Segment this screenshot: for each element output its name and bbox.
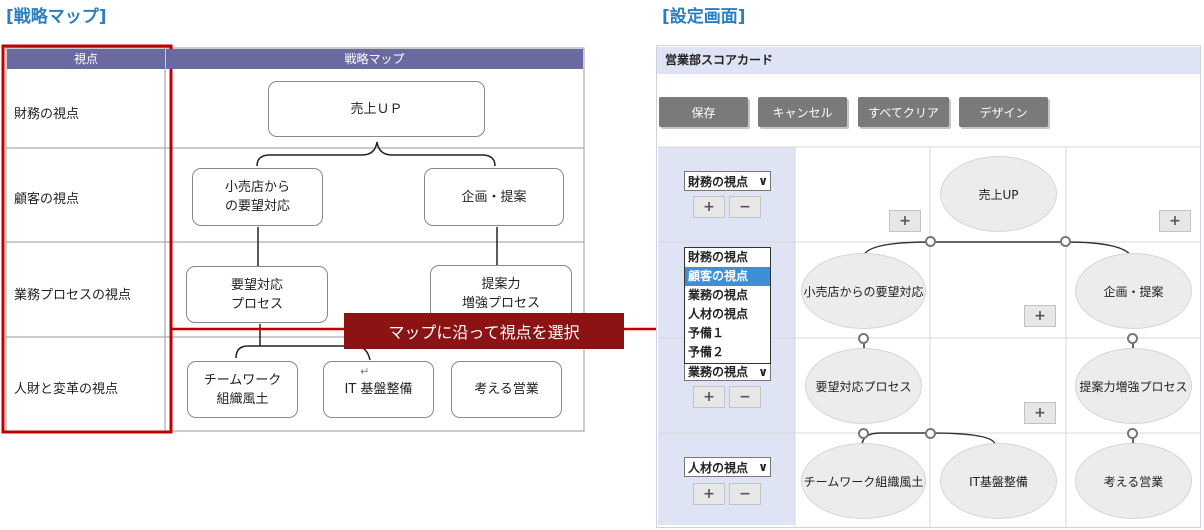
settings-title: [設定画面] bbox=[662, 7, 746, 27]
chevron-down-icon: ∨ bbox=[758, 460, 768, 474]
node-thinking-sales[interactable]: 考える営業 bbox=[1075, 443, 1192, 519]
return-mark: ↵ bbox=[360, 365, 370, 378]
header-strategy-map: 戦略マップ bbox=[166, 49, 583, 69]
connector-handle[interactable] bbox=[1127, 333, 1138, 344]
remove-row-button[interactable]: − bbox=[729, 196, 761, 218]
perspective-select-row4[interactable]: 人材の視点∨ bbox=[684, 457, 771, 477]
node-proposal-process[interactable]: 提案力増強プロセス bbox=[1075, 348, 1192, 424]
add-row-button[interactable]: + bbox=[693, 386, 725, 408]
row-label-growth: 人財と変革の視点 bbox=[14, 382, 119, 397]
node-sales-up: 売上ＵＰ bbox=[268, 81, 485, 137]
remove-row-button[interactable]: − bbox=[729, 386, 761, 408]
remove-row-button[interactable]: − bbox=[729, 483, 761, 505]
node-planning-proposal: 企画・提案 bbox=[424, 168, 564, 226]
connector-handle[interactable] bbox=[925, 428, 936, 439]
scorecard-title: 営業部スコアカード bbox=[657, 47, 1200, 74]
row-label-customer: 顧客の視点 bbox=[14, 192, 80, 207]
node-teamwork: チームワーク 組織風土 bbox=[187, 361, 298, 418]
perspective-select-row3[interactable]: 業務の視点∨ bbox=[684, 362, 771, 381]
add-row-button[interactable]: + bbox=[693, 196, 725, 218]
connector-handle[interactable] bbox=[1060, 236, 1071, 247]
add-row-button[interactable]: + bbox=[693, 483, 725, 505]
node-sales-up[interactable]: 売上UP bbox=[940, 156, 1057, 232]
row-label-process: 業務プロセスの視点 bbox=[14, 288, 132, 303]
dropdown-option[interactable]: 財務の視点 bbox=[688, 250, 749, 264]
node-it-infrastructure[interactable]: IT基盤整備 bbox=[940, 443, 1057, 519]
node-it-infrastructure: IT 基盤整備 bbox=[323, 361, 434, 418]
dropdown-option-selected[interactable]: 顧客の視点 bbox=[685, 267, 770, 286]
node-planning-proposal[interactable]: 企画・提案 bbox=[1075, 253, 1192, 329]
add-node-button[interactable]: + bbox=[1159, 210, 1191, 232]
perspective-dropdown-list: 財務の視点 顧客の視点 業務の視点 人材の視点 予備１ 予備２ bbox=[684, 247, 771, 364]
node-request-process: 要望対応 プロセス bbox=[186, 266, 328, 323]
save-button[interactable]: 保存 bbox=[659, 97, 748, 127]
dropdown-option[interactable]: 予備２ bbox=[688, 345, 725, 359]
clear-all-button[interactable]: すべてクリア bbox=[858, 97, 949, 127]
perspective-select-row1[interactable]: 財務の視点∨ bbox=[684, 171, 771, 191]
chevron-down-icon: ∨ bbox=[758, 364, 768, 379]
strategy-map-title: [戦略マップ] bbox=[6, 7, 107, 27]
connector-handle[interactable] bbox=[1127, 428, 1138, 439]
row-label-finance: 財務の視点 bbox=[14, 107, 80, 122]
design-button[interactable]: デザイン bbox=[959, 97, 1048, 127]
header-perspective: 視点 bbox=[7, 49, 165, 69]
connector-handle[interactable] bbox=[858, 428, 869, 439]
node-request-process[interactable]: 要望対応プロセス bbox=[805, 348, 922, 424]
add-node-button[interactable]: + bbox=[1024, 305, 1056, 327]
dropdown-option[interactable]: 業務の視点 bbox=[688, 288, 749, 302]
node-retailer-request[interactable]: 小売店からの要望対応 bbox=[801, 253, 926, 329]
add-node-button[interactable]: + bbox=[1024, 402, 1056, 424]
connector-handle[interactable] bbox=[925, 236, 936, 247]
connector-handle[interactable] bbox=[858, 333, 869, 344]
dropdown-option[interactable]: 予備１ bbox=[688, 326, 725, 340]
chevron-down-icon: ∨ bbox=[758, 174, 768, 188]
add-node-button[interactable]: + bbox=[889, 210, 921, 232]
callout-select-perspective: マップに沿って視点を選択 bbox=[344, 313, 624, 349]
node-retailer-request: 小売店から の要望対応 bbox=[192, 168, 323, 226]
node-thinking-sales: 考える営業 bbox=[451, 361, 562, 418]
dropdown-option[interactable]: 人材の視点 bbox=[688, 307, 749, 321]
node-teamwork[interactable]: チームワーク組織風土 bbox=[801, 443, 926, 519]
cancel-button[interactable]: キャンセル bbox=[758, 97, 847, 127]
